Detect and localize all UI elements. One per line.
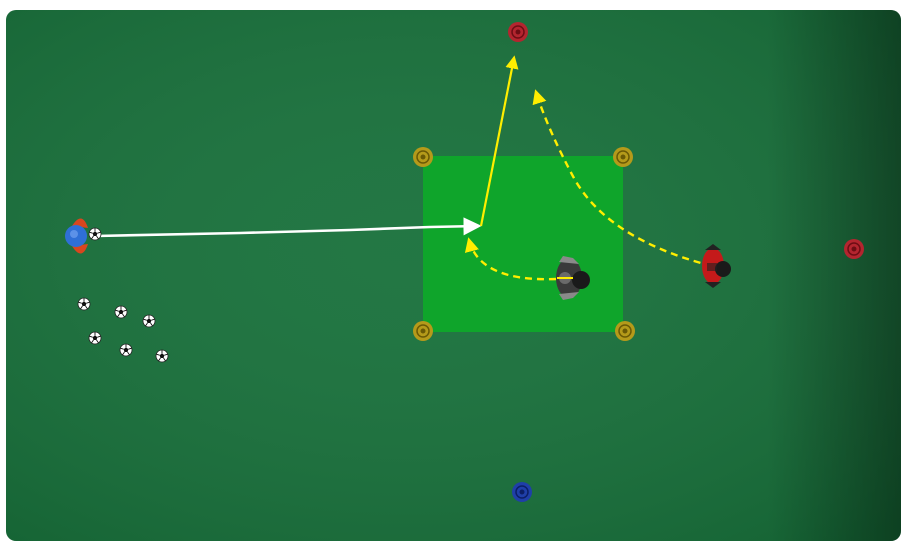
ball[interactable] bbox=[120, 344, 132, 356]
cone-grid-bottom-right[interactable] bbox=[615, 321, 635, 341]
ball[interactable] bbox=[115, 306, 127, 318]
training-grid bbox=[423, 156, 623, 332]
ball[interactable] bbox=[89, 332, 101, 344]
cone-grid-bottom-left[interactable] bbox=[413, 321, 433, 341]
cone-top-red[interactable] bbox=[508, 22, 528, 42]
cone-grid-top-left[interactable] bbox=[413, 147, 433, 167]
ball[interactable] bbox=[78, 298, 90, 310]
ball-at-passer[interactable] bbox=[89, 228, 101, 240]
ball[interactable] bbox=[156, 350, 168, 362]
ball[interactable] bbox=[143, 315, 155, 327]
cone-grid-top-right[interactable] bbox=[613, 147, 633, 167]
cone-right-red[interactable] bbox=[844, 239, 864, 259]
cone-bottom-blue[interactable] bbox=[512, 482, 532, 502]
